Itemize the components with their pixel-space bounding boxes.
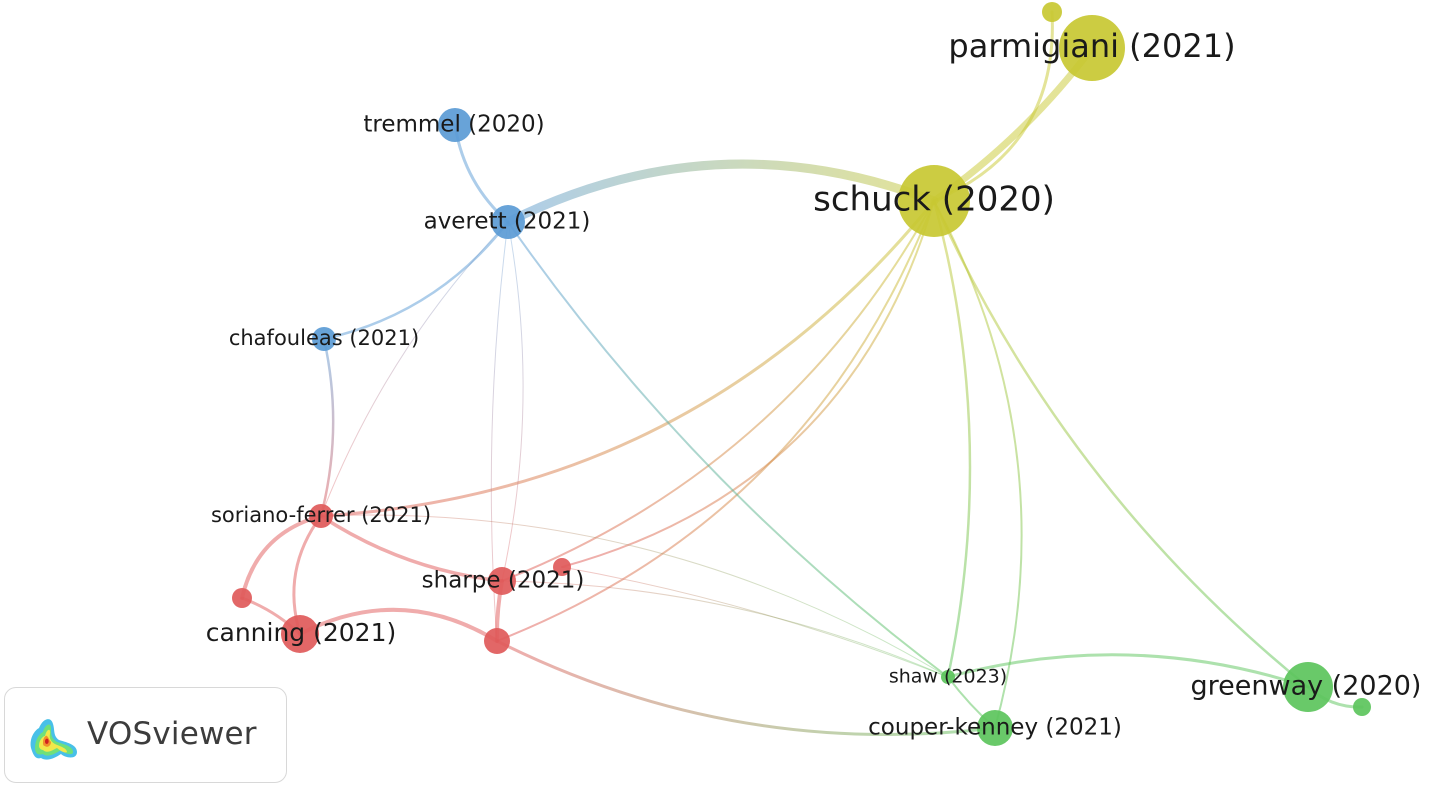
edge-soriano-sharpe <box>319 514 504 583</box>
node-label-parmigiani: parmigiani (2021) <box>948 27 1235 65</box>
node-greenway_small[interactable] <box>1353 698 1371 716</box>
node-red_bottom[interactable] <box>484 628 510 654</box>
node-label-sharpe: sharpe (2021) <box>422 568 585 594</box>
edge-schuck-shaw <box>932 199 972 679</box>
node-label-canning: canning (2021) <box>206 618 397 647</box>
node-label-averett: averett (2021) <box>424 209 591 235</box>
edge-soriano-red_left <box>240 514 323 600</box>
node-shaw[interactable] <box>941 670 955 684</box>
labels-layer: parmigiani (2021) schuck (2020) tremmel (2… <box>206 27 1422 741</box>
node-label-tremmel: tremmel (2020) <box>363 112 544 138</box>
vosviewer-logo-text: VOSviewer <box>87 716 257 752</box>
node-schuck[interactable] <box>898 165 970 237</box>
edge-schuck-couper <box>933 200 1023 729</box>
edge-sharpe-schuck <box>501 200 935 582</box>
edge-shaw-greenway <box>946 653 1310 689</box>
node-parmigiani[interactable] <box>1059 15 1125 81</box>
edge-averett-sharpe <box>501 221 524 582</box>
edge-soriano-shaw <box>320 514 949 678</box>
node-averett[interactable] <box>491 205 525 239</box>
node-red_left[interactable] <box>232 588 252 608</box>
edge-canning-red_bottom <box>298 607 499 643</box>
node-label-shaw: shaw (2023) <box>889 666 1007 688</box>
edge-red_bottom-couper <box>495 639 997 737</box>
edge-averett-chafouleas <box>322 220 510 341</box>
edge-schuck-greenway <box>932 199 1310 689</box>
node-sharpe_small[interactable] <box>553 558 571 576</box>
edge-sharpe_small-schuck <box>561 200 935 568</box>
edge-averett-shaw <box>507 221 949 678</box>
node-couper[interactable] <box>977 710 1013 746</box>
nodes-layer <box>232 2 1371 746</box>
node-label-schuck: schuck (2020) <box>813 180 1055 220</box>
edge-averett-schuck <box>503 159 939 227</box>
edge-sharpe-shaw <box>501 580 949 678</box>
node-canning[interactable] <box>281 615 319 653</box>
edge-sharpe_small-shaw <box>561 566 949 678</box>
node-greenway[interactable] <box>1283 662 1333 712</box>
edge-averett-soriano <box>320 221 509 517</box>
node-label-couper: couper-kenney (2021) <box>868 715 1122 741</box>
node-sharpe[interactable] <box>488 567 516 595</box>
vosviewer-logo-badge: VOSviewer <box>4 687 287 783</box>
node-tremmel[interactable] <box>438 108 472 142</box>
edge-soriano-schuck <box>319 199 936 518</box>
node-parmigiani_small[interactable] <box>1042 2 1062 22</box>
node-label-chafouleas: chafouleas (2021) <box>229 326 419 350</box>
vosviewer-density-logo-icon <box>30 719 77 760</box>
edges-layer <box>240 10 1364 737</box>
node-soriano[interactable] <box>309 504 333 528</box>
edge-chafouleas-soriano <box>319 337 335 518</box>
node-label-soriano: soriano-ferrer (2021) <box>211 503 431 527</box>
node-chafouleas[interactable] <box>312 327 336 351</box>
edge-red_bottom-schuck <box>496 200 935 642</box>
node-label-greenway: greenway (2020) <box>1191 671 1422 702</box>
